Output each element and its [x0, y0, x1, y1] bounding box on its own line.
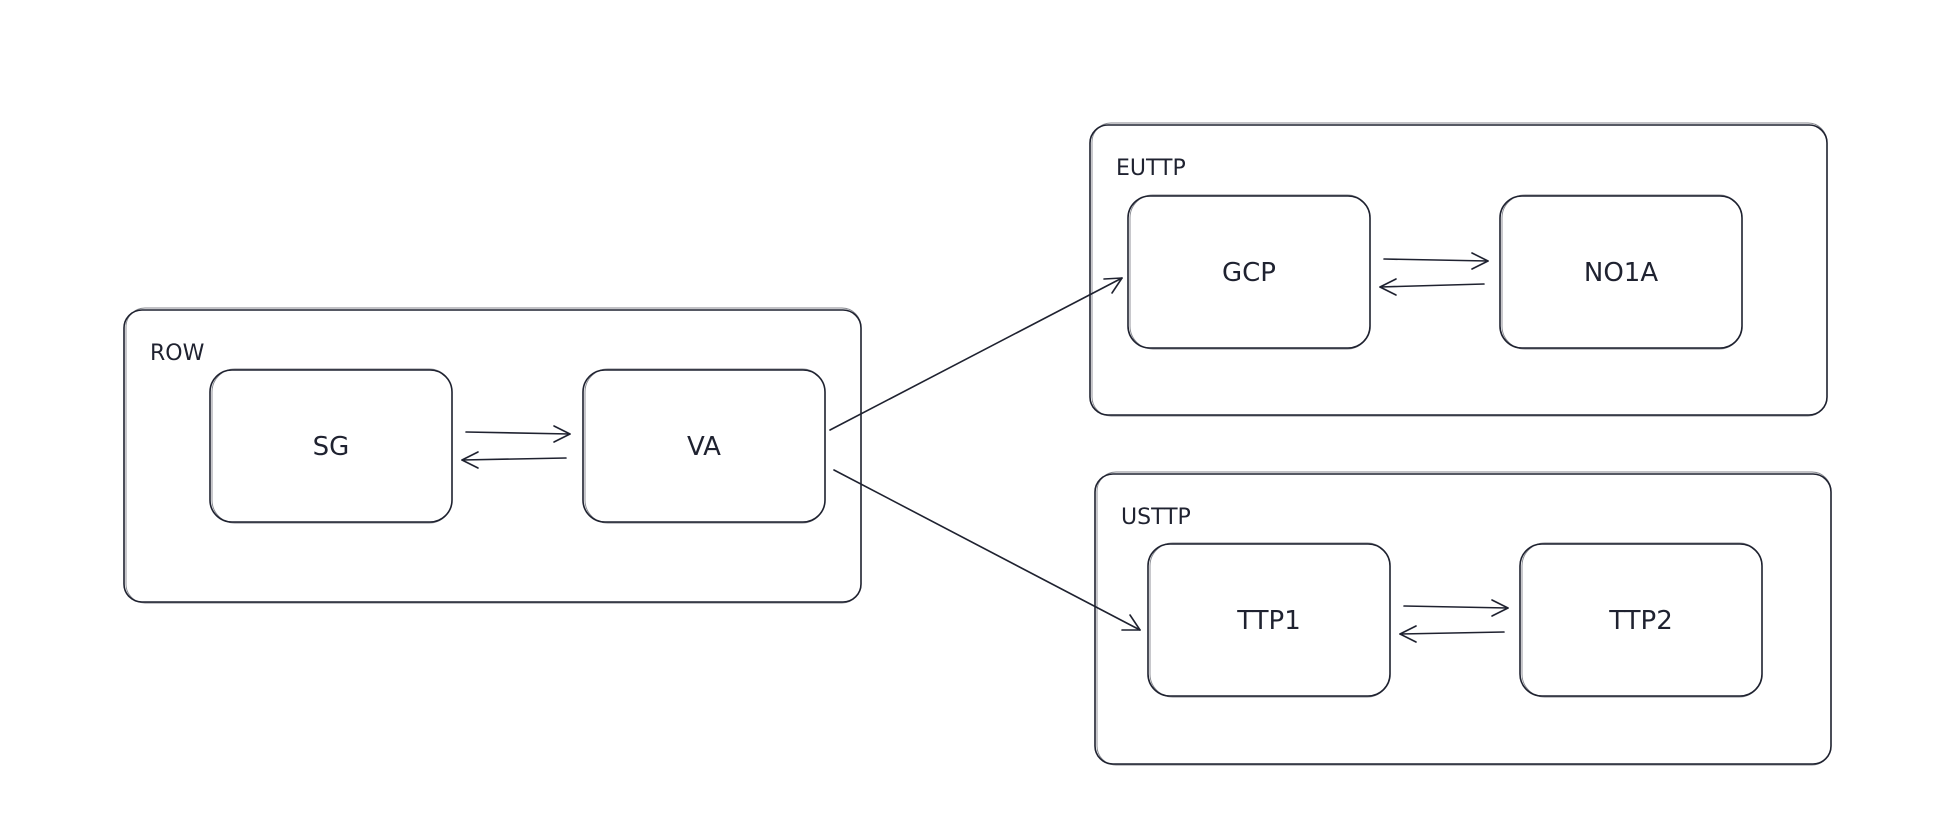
node-sg[interactable]: SG	[209, 368, 453, 524]
node-ttp2[interactable]: TTP2	[1519, 542, 1763, 698]
edge-sg-to-va-arrowhead	[553, 425, 571, 443]
edge-sg-to-va[interactable]	[465, 425, 571, 443]
node-va-label: VA	[687, 432, 721, 462]
edge-no1a-to-gcp-arrowhead	[1379, 278, 1397, 296]
group-usttp: USTTP	[1094, 471, 1832, 766]
node-no1a-box-sketch	[1501, 194, 1743, 350]
node-ttp1-label: TTP1	[1236, 606, 1301, 636]
group-row-frame-sketch	[125, 307, 862, 604]
node-sg-box-sketch	[211, 368, 453, 524]
node-ttp2-label: TTP2	[1608, 606, 1673, 636]
edge-gcp-to-no1a-line	[1383, 258, 1489, 262]
group-usttp-frame-sketch	[1096, 471, 1832, 766]
node-va[interactable]: VA	[582, 368, 826, 524]
group-usttp-label: USTTP	[1121, 505, 1191, 530]
node-ttp1-box-sketch	[1149, 542, 1391, 698]
node-ttp1[interactable]: TTP1	[1147, 542, 1391, 698]
node-ttp2-box-sketch	[1521, 542, 1763, 698]
group-usttp-frame	[1094, 473, 1832, 765]
group-row-label: ROW	[150, 341, 205, 366]
edge-va-to-ttp1[interactable]	[833, 469, 1141, 631]
node-gcp-box-sketch	[1129, 194, 1371, 350]
edge-va-to-gcp-line	[829, 277, 1123, 431]
edge-gcp-to-no1a-arrowhead	[1471, 252, 1489, 270]
edge-no1a-to-gcp[interactable]	[1379, 278, 1485, 296]
group-euttp-frame	[1089, 124, 1828, 416]
node-gcp[interactable]: GCP	[1127, 194, 1371, 350]
edge-gcp-to-no1a[interactable]	[1383, 252, 1489, 270]
edge-sg-to-va-line	[465, 431, 571, 435]
edge-va-to-sg-line	[461, 457, 567, 461]
edge-va-to-gcp[interactable]	[829, 277, 1123, 431]
group-row-frame	[123, 309, 862, 603]
node-va-box-sketch	[584, 368, 826, 524]
node-no1a[interactable]: NO1A	[1499, 194, 1743, 350]
edge-ttp1-to-ttp2[interactable]	[1403, 599, 1509, 617]
edge-ttp1-to-ttp2-line	[1403, 605, 1509, 609]
group-row: ROW	[123, 307, 862, 604]
edge-no1a-to-gcp-line	[1379, 283, 1485, 288]
group-euttp-label: EUTTP	[1116, 156, 1186, 181]
edge-va-to-ttp1-arrowhead	[1121, 614, 1141, 631]
edge-ttp1-to-ttp2-arrowhead	[1491, 599, 1509, 617]
edge-va-to-sg-arrowhead	[461, 451, 479, 469]
group-euttp: EUTTP	[1089, 122, 1828, 417]
node-sg-label: SG	[313, 432, 350, 462]
edge-va-to-gcp-arrowhead	[1103, 277, 1123, 294]
node-no1a-label: NO1A	[1584, 258, 1658, 288]
node-gcp-label: GCP	[1222, 258, 1276, 288]
edge-ttp2-to-ttp1-arrowhead	[1399, 625, 1417, 643]
group-euttp-frame-sketch	[1091, 122, 1828, 417]
edge-ttp2-to-ttp1[interactable]	[1399, 625, 1505, 643]
edge-ttp2-to-ttp1-line	[1399, 631, 1505, 635]
edge-va-to-sg[interactable]	[461, 451, 567, 469]
edge-va-to-ttp1-line	[833, 469, 1141, 631]
